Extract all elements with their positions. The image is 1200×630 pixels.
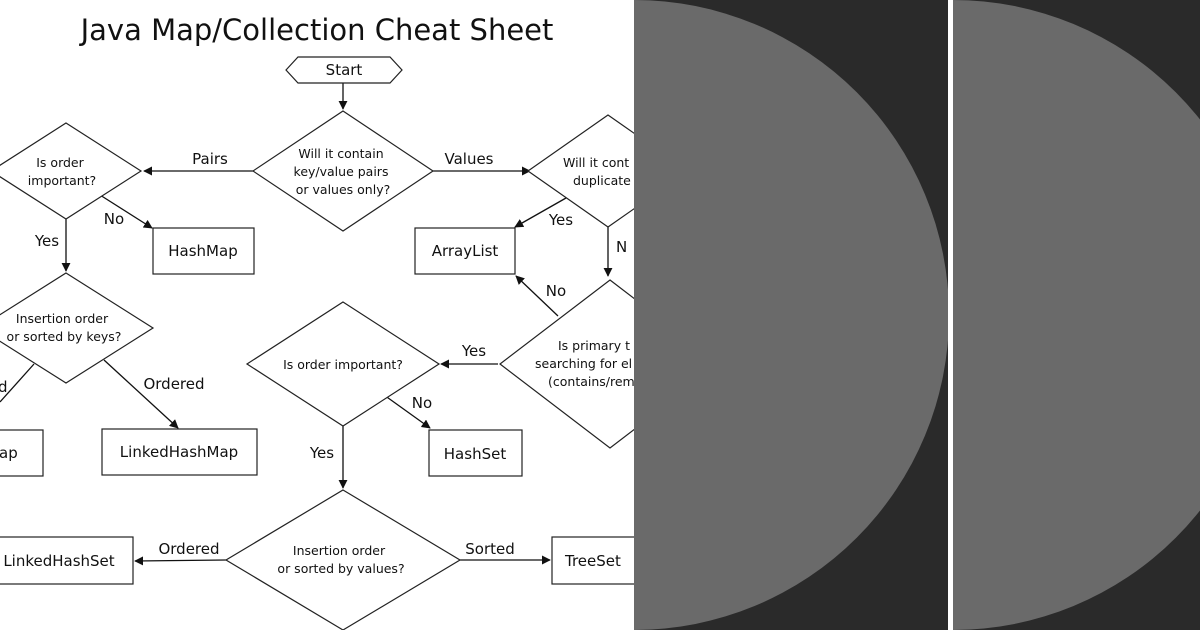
svg-text:ap: ap: [0, 444, 18, 462]
svg-text:LinkedHashSet: LinkedHashSet: [3, 552, 114, 570]
edge-label-dup-no: N: [616, 238, 627, 256]
edge-label-dup-yes: Yes: [548, 211, 573, 229]
edge-label-values-sorted: Sorted: [465, 540, 515, 558]
decision-pairs-or-values: Will it contain key/value pairs or value…: [251, 110, 435, 232]
svg-text:Is order important?: Is order important?: [283, 357, 403, 372]
edge-dup-yes: [514, 197, 567, 228]
node-start: Start: [285, 56, 403, 84]
decision-insertion-or-sorted-values: Insertion order or sorted by values?: [224, 489, 462, 630]
decision-set-order-important: Is order important?: [245, 301, 441, 427]
svg-text:Is primary t searching: Is primary t searching for el (contains/…: [535, 338, 634, 389]
svg-text:Insertion order or sor: Insertion order or sorted by values?: [277, 543, 404, 576]
cheat-sheet-image: Java Map/Collection Cheat Sheet Start: [0, 0, 634, 630]
connectors: [0, 83, 613, 566]
node-hashmap: HashMap: [152, 227, 255, 275]
svg-text:HashSet: HashSet: [444, 445, 507, 463]
edge-keys-ordered: [103, 359, 179, 429]
diagram-title: Java Map/Collection Cheat Sheet: [79, 13, 554, 47]
svg-text:Insertion order or sor: Insertion order or sorted by keys?: [7, 311, 122, 344]
decision-primary-searching: Is primary t searching for el (contains/…: [499, 279, 634, 449]
decision-insertion-or-sorted-keys: Insertion order or sorted by keys?: [0, 272, 155, 384]
decorative-panel-left: [634, 0, 948, 630]
edge-label-map-order-no: No: [104, 210, 124, 228]
decision-duplicates: Will it cont duplicate: [526, 114, 634, 228]
decorative-panel-right: [953, 0, 1200, 630]
edge-map-order-no: [99, 194, 153, 229]
edge-label-values: Values: [444, 150, 493, 168]
edge-label-set-order-no: No: [412, 394, 432, 412]
node-treemap: ap: [0, 429, 44, 477]
edge-label-keys-ordered: Ordered: [143, 375, 204, 393]
edge-set-order-no: [383, 394, 431, 429]
panel-divider: [948, 0, 953, 630]
node-linkedhashmap: LinkedHashMap: [101, 428, 258, 476]
svg-text:Start: Start: [326, 61, 363, 79]
edge-search-no: [515, 275, 559, 317]
edge-label-pairs: Pairs: [192, 150, 228, 168]
edge-labels: Pairs Values No Yes d Ordered Yes N No Y…: [0, 150, 627, 558]
node-treeset: TreeSet: [551, 536, 634, 585]
svg-text:HashMap: HashMap: [168, 242, 237, 260]
edge-label-map-order-yes: Yes: [34, 232, 59, 250]
node-arraylist: ArrayList: [414, 227, 516, 275]
edge-label-search-yes: Yes: [461, 342, 486, 360]
edge-label-values-ordered: Ordered: [158, 540, 219, 558]
edge-label-keys-sorted: d: [0, 378, 8, 396]
svg-text:Will it cont duplicate: Will it cont duplicate: [563, 155, 633, 188]
svg-text:Will it contain key/va: Will it contain key/value pairs or value…: [294, 146, 393, 197]
half-circle-shape: [953, 0, 1200, 630]
node-linkedhashset: LinkedHashSet: [0, 536, 134, 585]
svg-text:TreeSet: TreeSet: [564, 552, 621, 570]
svg-text:Is order important?: Is order important?: [28, 155, 96, 188]
edge-label-set-order-yes: Yes: [309, 444, 334, 462]
edge-keys-sorted: [0, 363, 35, 403]
edge-label-search-no: No: [546, 282, 566, 300]
svg-text:LinkedHashMap: LinkedHashMap: [120, 443, 238, 461]
flowchart: Java Map/Collection Cheat Sheet Start: [0, 13, 634, 630]
edge-values-ordered: [134, 556, 227, 566]
svg-text:ArrayList: ArrayList: [432, 242, 499, 260]
node-hashset: HashSet: [428, 429, 523, 477]
half-circle-shape: [634, 0, 948, 630]
decision-map-order-important: Is order important?: [0, 122, 143, 220]
